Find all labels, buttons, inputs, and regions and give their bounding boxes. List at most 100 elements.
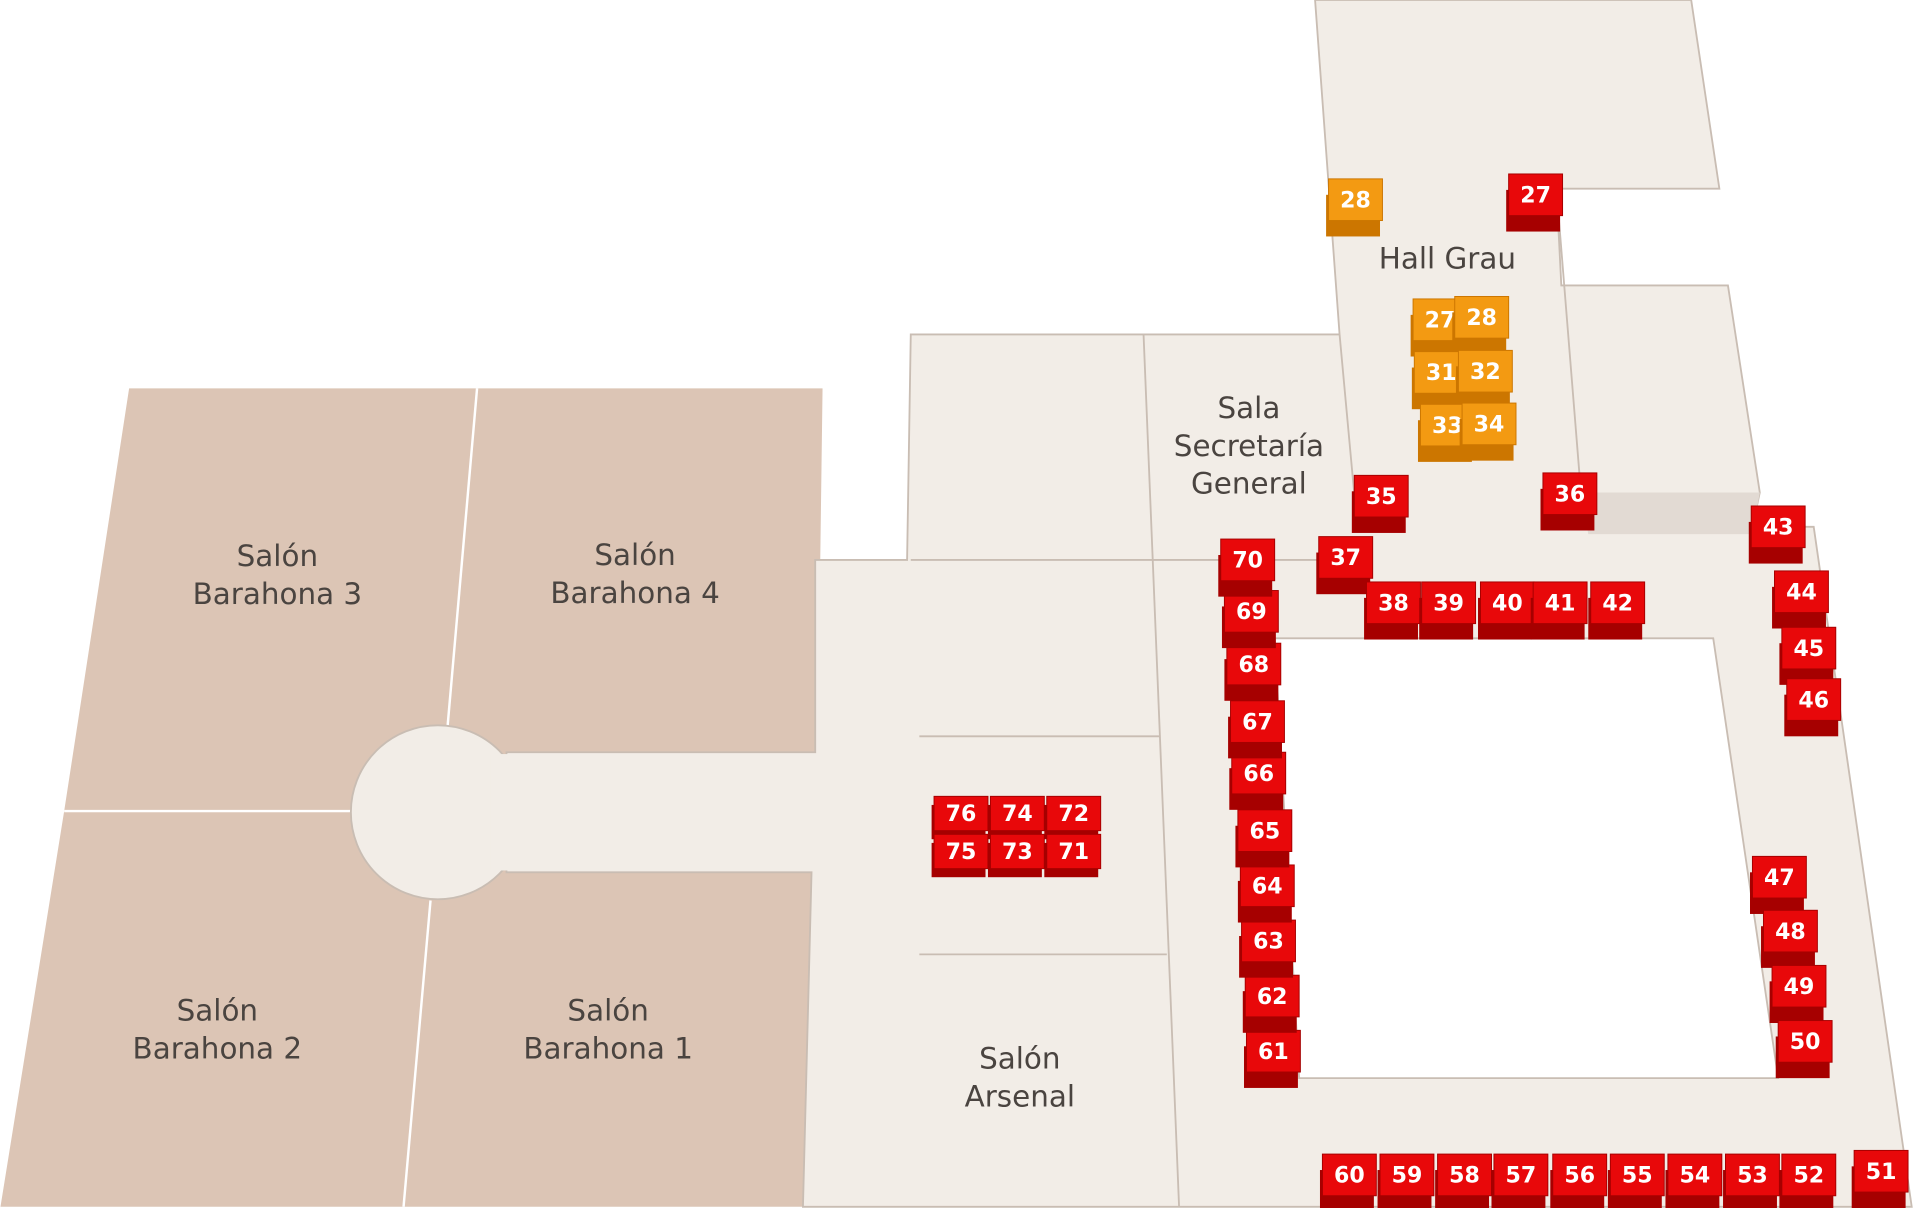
booth-top	[1321, 1153, 1377, 1197]
booth-32-orange[interactable]: 32	[1455, 349, 1513, 408]
booth-60-red[interactable]: 60	[1319, 1153, 1377, 1208]
booth-top	[989, 795, 1045, 832]
booth-number: 28	[1466, 306, 1497, 331]
booth-28-orange[interactable]: 28	[1326, 178, 1383, 237]
booth-67-red[interactable]: 67	[1228, 700, 1285, 759]
booth-number: 48	[1775, 920, 1806, 945]
booth-top	[1774, 570, 1829, 614]
booth-number: 33	[1432, 414, 1463, 439]
courtyard	[1273, 637, 1780, 1080]
booth-52-red[interactable]: 52	[1779, 1153, 1837, 1208]
booth-top	[1493, 1153, 1549, 1197]
booth-top	[1750, 505, 1806, 549]
booth-number: 27	[1520, 184, 1551, 209]
booth-62-red[interactable]: 62	[1242, 974, 1300, 1033]
booth-top	[1328, 178, 1383, 222]
booth-50-red[interactable]: 50	[1775, 1020, 1833, 1079]
booth-number: 38	[1378, 592, 1409, 617]
booth-number: 46	[1798, 688, 1829, 713]
booth-number: 36	[1555, 482, 1586, 507]
booth-top	[1457, 349, 1513, 393]
booth-48-red[interactable]: 48	[1761, 909, 1818, 968]
booth-number: 75	[946, 840, 977, 865]
booth-number: 32	[1470, 360, 1501, 385]
booth-number: 55	[1622, 1164, 1653, 1189]
booth-number: 67	[1242, 710, 1273, 735]
booth-number: 41	[1545, 592, 1576, 617]
booth-44-red[interactable]: 44	[1772, 570, 1829, 629]
booth-56-red[interactable]: 56	[1550, 1153, 1608, 1208]
booth-41-red[interactable]: 41	[1530, 581, 1588, 640]
booth-51-red[interactable]: 51	[1851, 1149, 1909, 1208]
booth-55-red[interactable]: 55	[1607, 1153, 1665, 1208]
booth-number: 39	[1433, 592, 1464, 617]
booth-75-red[interactable]: 75	[931, 833, 989, 878]
booth-64-red[interactable]: 64	[1237, 864, 1295, 923]
salon-dividers	[64, 388, 479, 1207]
booth-top	[1781, 626, 1837, 670]
booth-top	[1508, 173, 1564, 217]
booth-53-red[interactable]: 53	[1723, 1153, 1780, 1208]
booth-54-red[interactable]: 54	[1665, 1153, 1723, 1208]
booth-61-red[interactable]: 61	[1244, 1029, 1301, 1088]
booth-57-red[interactable]: 57	[1491, 1153, 1549, 1208]
booth-top	[1245, 1029, 1301, 1073]
booth-number: 40	[1492, 592, 1523, 617]
booth-47-red[interactable]: 47	[1749, 855, 1807, 914]
booth-34-orange[interactable]: 34	[1459, 402, 1517, 461]
booth-28-orange[interactable]: 28	[1452, 295, 1510, 355]
booth-number: 47	[1764, 866, 1795, 891]
booth-35-red[interactable]: 35	[1351, 474, 1409, 533]
booth-number: 45	[1793, 637, 1824, 662]
booth-37-red[interactable]: 37	[1316, 536, 1374, 595]
booth-top	[1421, 581, 1477, 625]
booth-76-red[interactable]: 76	[931, 795, 989, 840]
booth-70-red[interactable]: 70	[1218, 538, 1276, 597]
booth-top	[1318, 536, 1374, 579]
booth-number: 64	[1252, 875, 1283, 900]
booth-43-red[interactable]: 43	[1748, 505, 1806, 564]
booth-number: 37	[1330, 546, 1361, 571]
booth-36-red[interactable]: 36	[1540, 472, 1598, 531]
booth-72-red[interactable]: 72	[1044, 795, 1102, 840]
booth-46-red[interactable]: 46	[1784, 678, 1842, 737]
booth-42-red[interactable]: 42	[1588, 581, 1646, 640]
booth-number: 42	[1602, 592, 1633, 617]
booth-number: 70	[1232, 549, 1263, 574]
booth-63-red[interactable]: 63	[1239, 919, 1296, 978]
booth-71-red[interactable]: 71	[1044, 833, 1102, 878]
booth-65-red[interactable]: 65	[1235, 809, 1293, 868]
booth-68-red[interactable]: 68	[1224, 642, 1282, 701]
booth-number: 62	[1257, 985, 1288, 1010]
booth-73-red[interactable]: 73	[987, 833, 1045, 878]
booth-top	[1230, 700, 1285, 743]
booth-top	[1777, 1020, 1833, 1063]
booth-number: 52	[1793, 1164, 1824, 1189]
booth-top	[1353, 474, 1409, 518]
booth-top	[1542, 472, 1598, 516]
booth-top	[933, 795, 989, 832]
booth-58-red[interactable]: 58	[1435, 1153, 1492, 1208]
booth-top	[1237, 809, 1293, 852]
booth-74-red[interactable]: 74	[987, 795, 1045, 840]
booth-top	[1725, 1153, 1780, 1197]
booth-39-red[interactable]: 39	[1419, 581, 1477, 640]
booth-top	[1046, 795, 1102, 832]
booth-69-red[interactable]: 69	[1221, 590, 1279, 649]
booth-38-red[interactable]: 38	[1364, 581, 1421, 640]
booth-45-red[interactable]: 45	[1779, 626, 1837, 685]
booth-59-red[interactable]: 59	[1377, 1153, 1435, 1208]
booth-27-red[interactable]: 27	[1506, 173, 1564, 232]
booth-top	[989, 833, 1045, 870]
booth-66-red[interactable]: 66	[1229, 751, 1287, 810]
booth-number: 60	[1334, 1164, 1365, 1189]
booth-top	[1771, 964, 1827, 1008]
booth-number: 54	[1680, 1164, 1711, 1189]
booth-top	[1046, 833, 1102, 870]
booth-40-red[interactable]: 40	[1478, 581, 1535, 640]
hall-grau-step	[1580, 492, 1760, 535]
booth-49-red[interactable]: 49	[1769, 964, 1827, 1024]
